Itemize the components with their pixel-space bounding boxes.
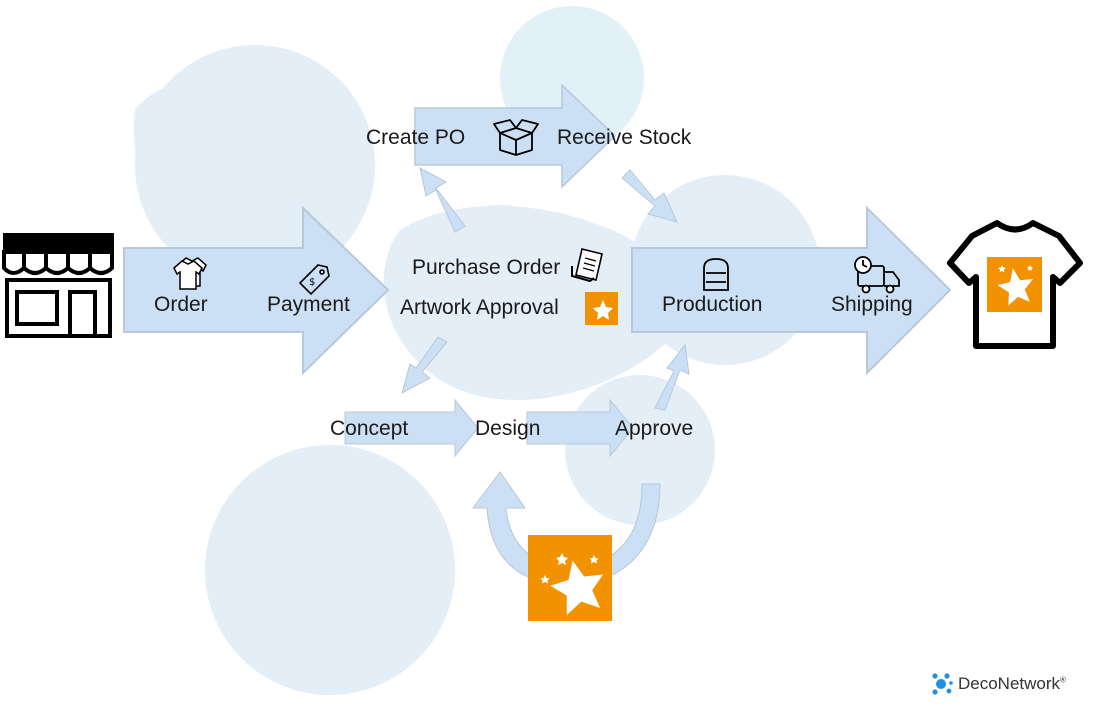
delivery-truck-icon [854, 256, 900, 294]
receipt-icon [571, 248, 603, 283]
shipping-label: Shipping [831, 293, 913, 316]
artwork-approval-label: Artwork Approval [400, 296, 559, 319]
open-box-icon [493, 119, 539, 156]
star-badge-large [528, 535, 612, 621]
order-label: Order [154, 293, 208, 316]
production-label: Production [662, 293, 763, 316]
logo-registered-mark: ® [1060, 675, 1066, 685]
concept-arrow [344, 398, 479, 458]
tshirt-icon [947, 220, 1083, 349]
order-arrow [123, 205, 390, 376]
design-label: Design [475, 417, 541, 440]
production-arrow [631, 205, 952, 376]
purchase-order-label: Purchase Order [412, 256, 561, 279]
tshirt-stack-icon [173, 257, 207, 290]
concept-label: Concept [330, 417, 409, 440]
approve-label: Approve [615, 417, 694, 440]
svg-text:$: $ [309, 277, 315, 288]
connector-arrows [401, 167, 690, 411]
star-badge-icon [585, 292, 618, 325]
price-tag-icon: $ [298, 264, 330, 296]
store-icon [2, 233, 114, 338]
purchase-arrow [414, 83, 617, 189]
payment-label: Payment [267, 293, 350, 316]
logo-text: DecoNetwork® [958, 674, 1066, 693]
design-arrow [526, 398, 634, 458]
deconetwork-logo-mark [932, 673, 953, 695]
receive-stock-label: Receive Stock [557, 126, 692, 149]
ink-jar-icon [703, 258, 729, 291]
create-po-label: Create PO [366, 126, 466, 149]
